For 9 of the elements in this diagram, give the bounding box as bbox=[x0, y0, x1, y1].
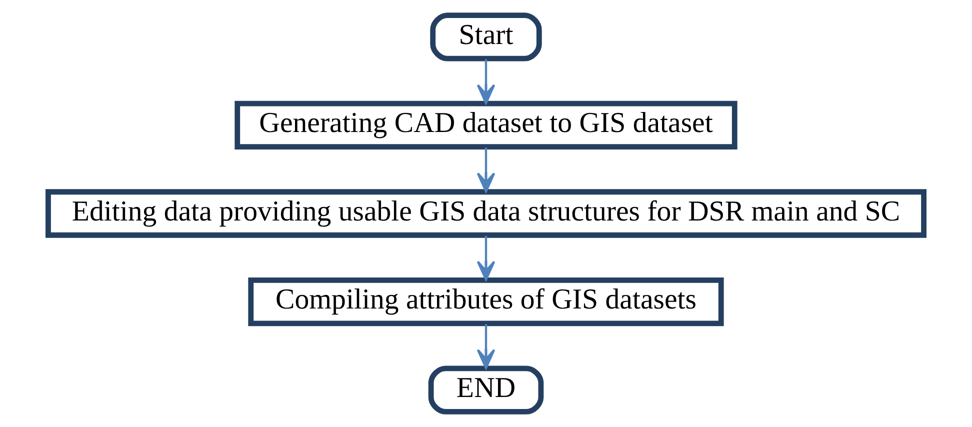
node-box: Editing data providing usable GIS data structures for DSR main and SC bbox=[46, 189, 926, 238]
arrow bbox=[476, 59, 496, 104]
arrow bbox=[476, 324, 496, 370]
node-box: Start bbox=[430, 12, 542, 62]
arrow bbox=[476, 148, 496, 192]
node-box: END bbox=[428, 366, 544, 414]
node-box: Compiling attributes of GIS datasets bbox=[248, 277, 724, 326]
arrow bbox=[476, 236, 496, 281]
node-box: Generating CAD dataset to GIS dataset bbox=[234, 100, 738, 150]
